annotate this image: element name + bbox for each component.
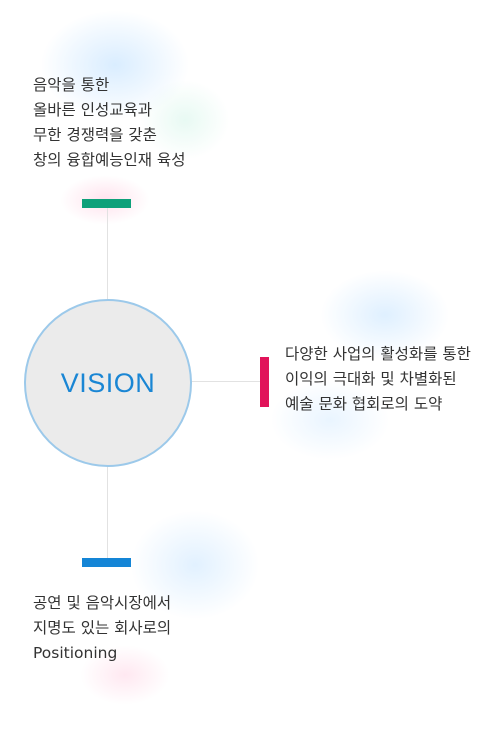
connector-line-top (107, 208, 108, 300)
item-line: 올바른 인성교육과 (33, 101, 153, 119)
item-line: 창의 융합예능인재 육성 (33, 151, 186, 169)
item-line: 다양한 사업의 활성화를 통한 (285, 345, 471, 363)
accent-bar-pink (260, 357, 269, 407)
item-line: 공연 및 음악시장에서 (33, 594, 172, 612)
item-line: 이익의 극대화 및 차별화된 (285, 370, 457, 388)
vision-item-education: 음악을 통한 올바른 인성교육과 무한 경쟁력을 갖춘 창의 융합예능인재 육성 (33, 73, 185, 173)
item-line: Positioning (33, 644, 118, 662)
item-line: 예술 문화 협회로의 도약 (285, 395, 443, 413)
accent-bar-blue (82, 558, 131, 567)
connector-line-right (190, 381, 260, 382)
item-line: 지명도 있는 회사로의 (33, 619, 172, 637)
item-line: 무한 경쟁력을 갖춘 (33, 126, 157, 144)
connector-line-bottom (107, 466, 108, 560)
vision-item-business: 다양한 사업의 활성화를 통한 이익의 극대화 및 차별화된 예술 문화 협회로… (285, 342, 471, 417)
accent-bar-green (82, 199, 131, 208)
vision-label: VISION (60, 367, 156, 398)
item-line: 음악을 통한 (33, 76, 110, 94)
vision-item-positioning: 공연 및 음악시장에서 지명도 있는 회사로의 Positioning (33, 591, 171, 666)
vision-circle: VISION (24, 299, 192, 467)
